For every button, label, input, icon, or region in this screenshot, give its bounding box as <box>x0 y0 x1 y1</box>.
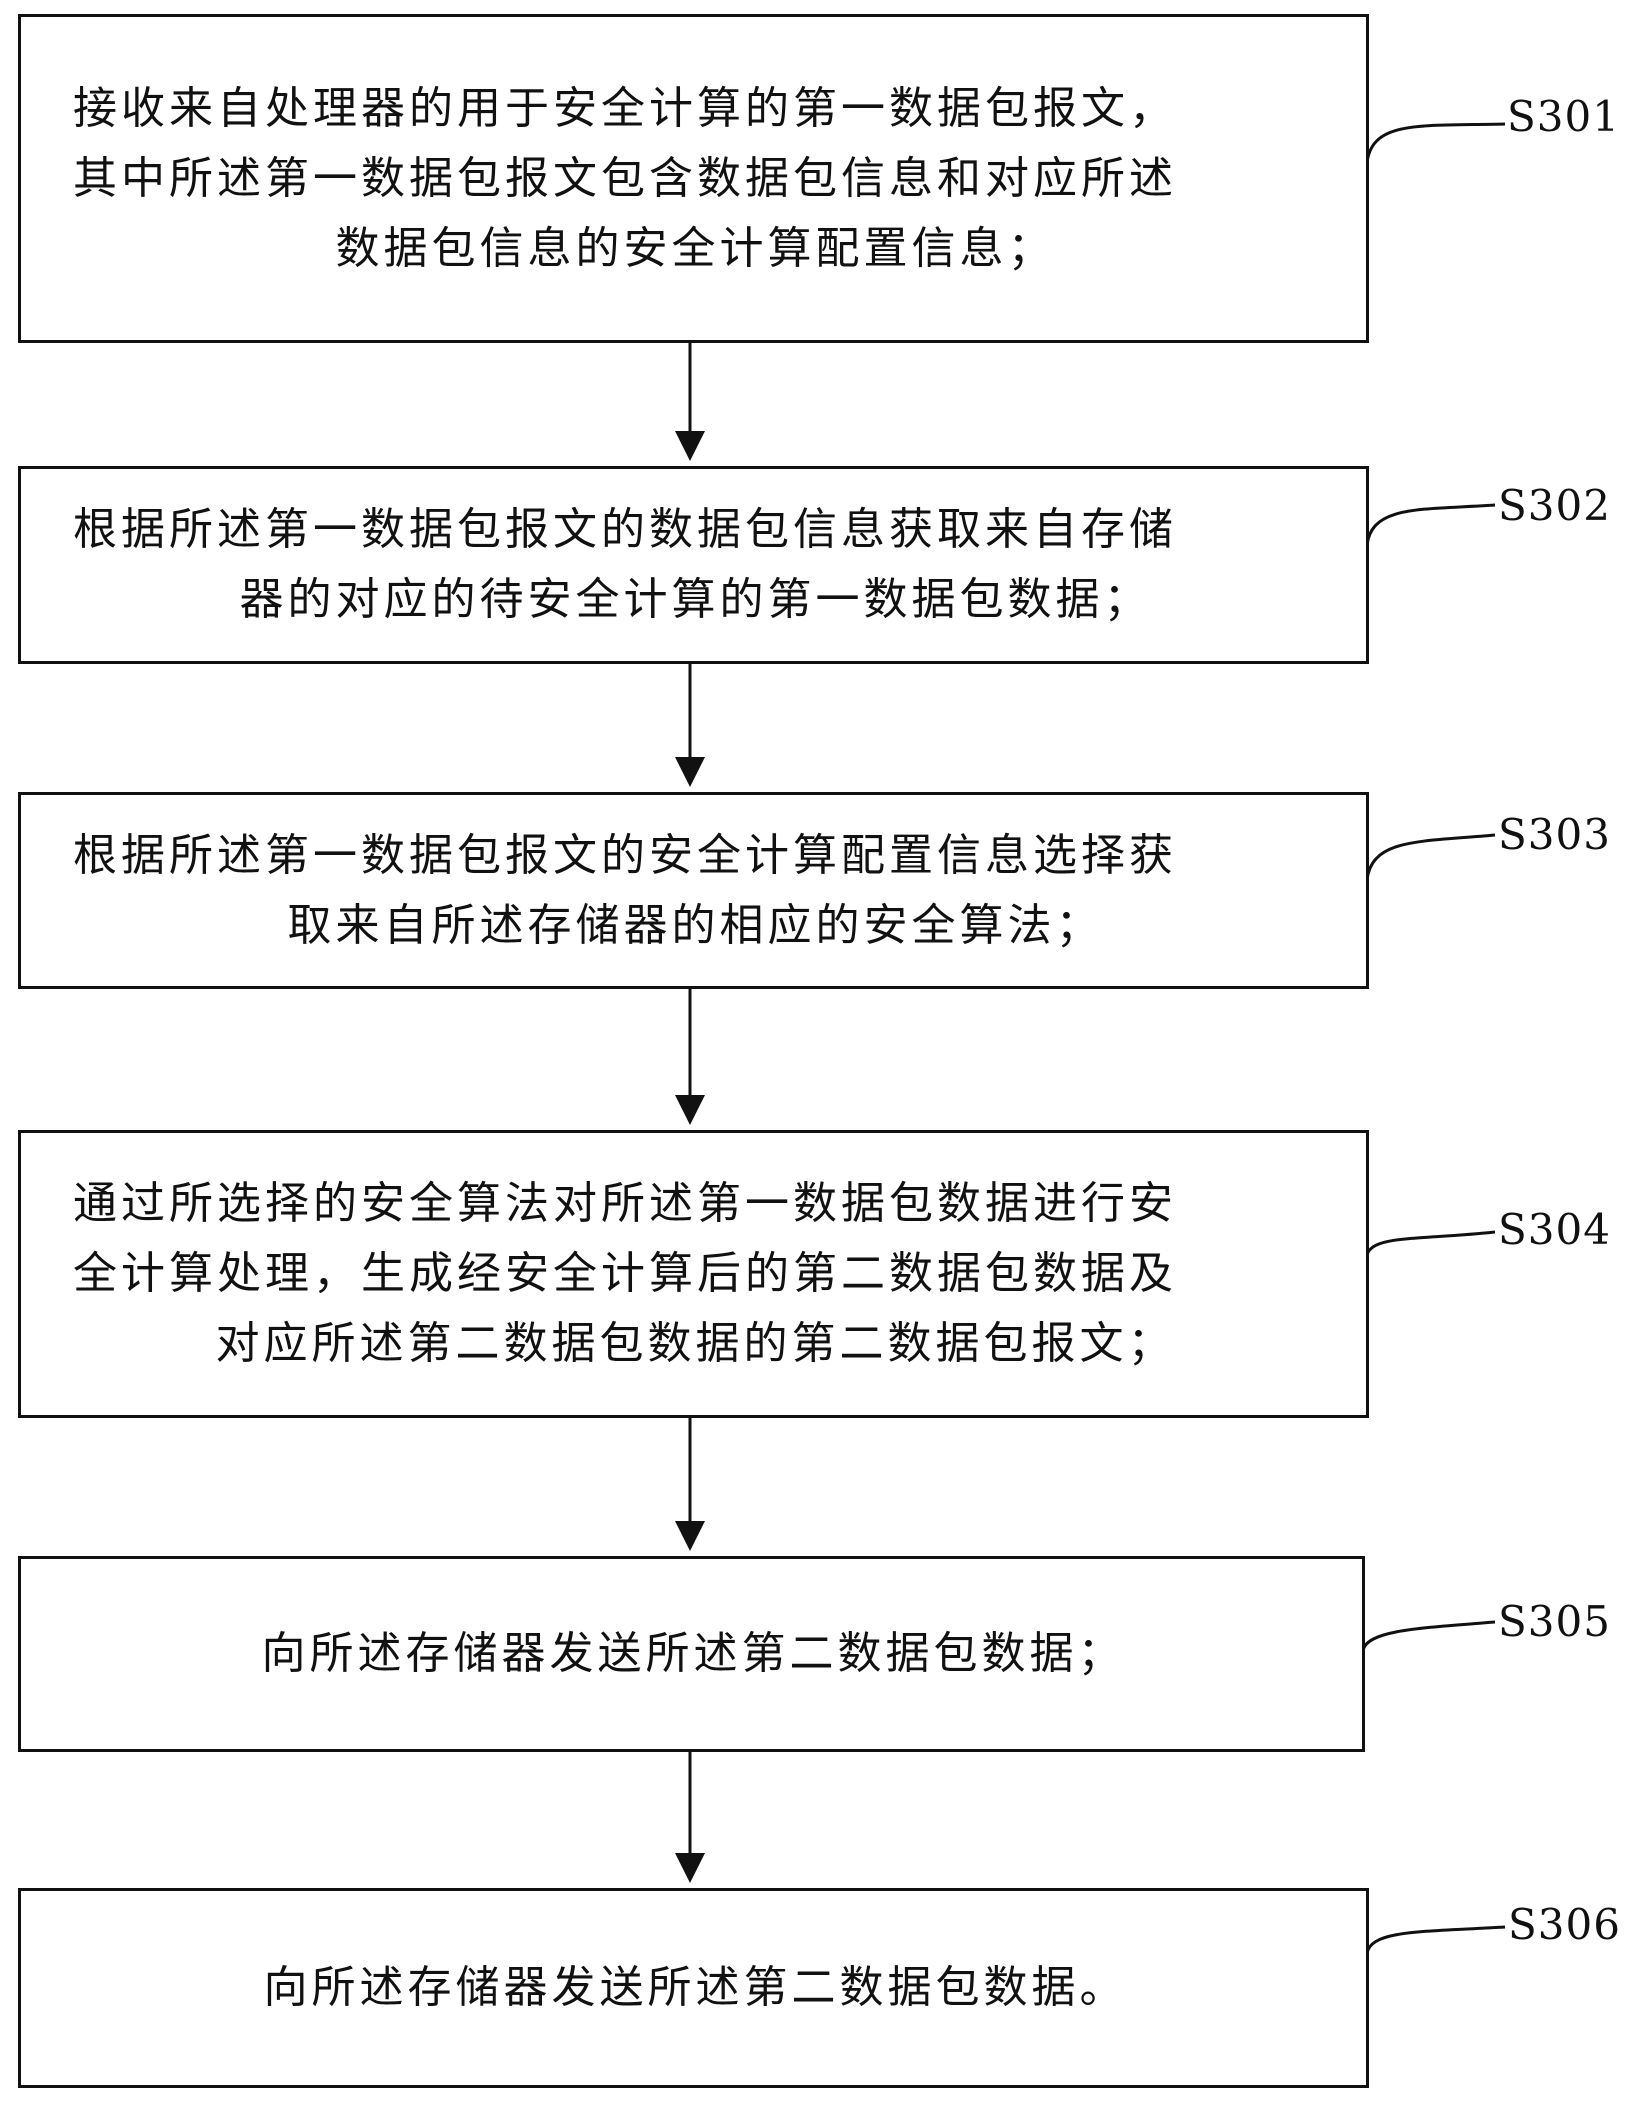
step-box-s302: 根据所述第一数据包报文的数据包信息获取来自存储 器的对应的待安全计算的第一数据包… <box>18 466 1369 664</box>
step-box-s303: 根据所述第一数据包报文的安全计算配置信息选择获 取来自所述存储器的相应的安全算法… <box>18 792 1369 989</box>
step-s302-line-2: 器的对应的待安全计算的第一数据包数据； <box>239 574 1152 625</box>
step-label-s302: S302 <box>1498 481 1611 530</box>
leader-s306 <box>1365 1925 1506 1954</box>
step-s303-line-1: 根据所述第一数据包报文的安全计算配置信息选择获 <box>73 829 1177 881</box>
step-s304-line-3: 对应所述第二数据包数据的第二数据包报文； <box>215 1318 1176 1369</box>
step-s304-line-1: 通过所选择的安全算法对所述第一数据包数据进行安 <box>73 1178 1177 1229</box>
step-s303-line-2: 取来自所述存储器的相应的安全算法； <box>287 899 1104 951</box>
step-s305-line-1: 向所述存储器发送所述第二数据包数据； <box>261 1628 1126 1679</box>
step-s301-line-1: 接收来自处理器的用于安全计算的第一数据包报文， <box>73 82 1177 134</box>
leader-s305 <box>1361 1620 1496 1651</box>
leader-s303 <box>1365 833 1496 881</box>
step-box-s306: 向所述存储器发送所述第二数据包数据。 <box>18 1888 1369 2088</box>
step-s301-line-2: 其中所述第一数据包报文包含数据包信息和对应所述 <box>73 152 1177 204</box>
step-s304-line-2: 全计算处理，生成经安全计算后的第二数据包数据及 <box>73 1248 1177 1299</box>
leader-s301 <box>1365 122 1506 164</box>
step-label-s303: S303 <box>1498 810 1611 859</box>
step-box-s305: 向所述存储器发送所述第二数据包数据； <box>18 1556 1365 1752</box>
step-label-s304: S304 <box>1498 1205 1611 1254</box>
step-label-s305: S305 <box>1498 1597 1611 1646</box>
step-box-s304: 通过所选择的安全算法对所述第一数据包数据进行安 全计算处理，生成经安全计算后的第… <box>18 1130 1369 1418</box>
step-label-s301: S301 <box>1507 92 1620 141</box>
step-s306-line-1: 向所述存储器发送所述第二数据包数据。 <box>263 1962 1128 2013</box>
step-box-s301: 接收来自处理器的用于安全计算的第一数据包报文， 其中所述第一数据包报文包含数据包… <box>18 14 1369 343</box>
step-s302-line-1: 根据所述第一数据包报文的数据包信息获取来自存储 <box>73 504 1177 555</box>
step-label-s306: S306 <box>1508 1900 1621 1949</box>
step-s301-line-3: 数据包信息的安全计算配置信息； <box>335 222 1056 274</box>
leader-s304 <box>1365 1230 1496 1256</box>
leader-s302 <box>1365 503 1496 546</box>
